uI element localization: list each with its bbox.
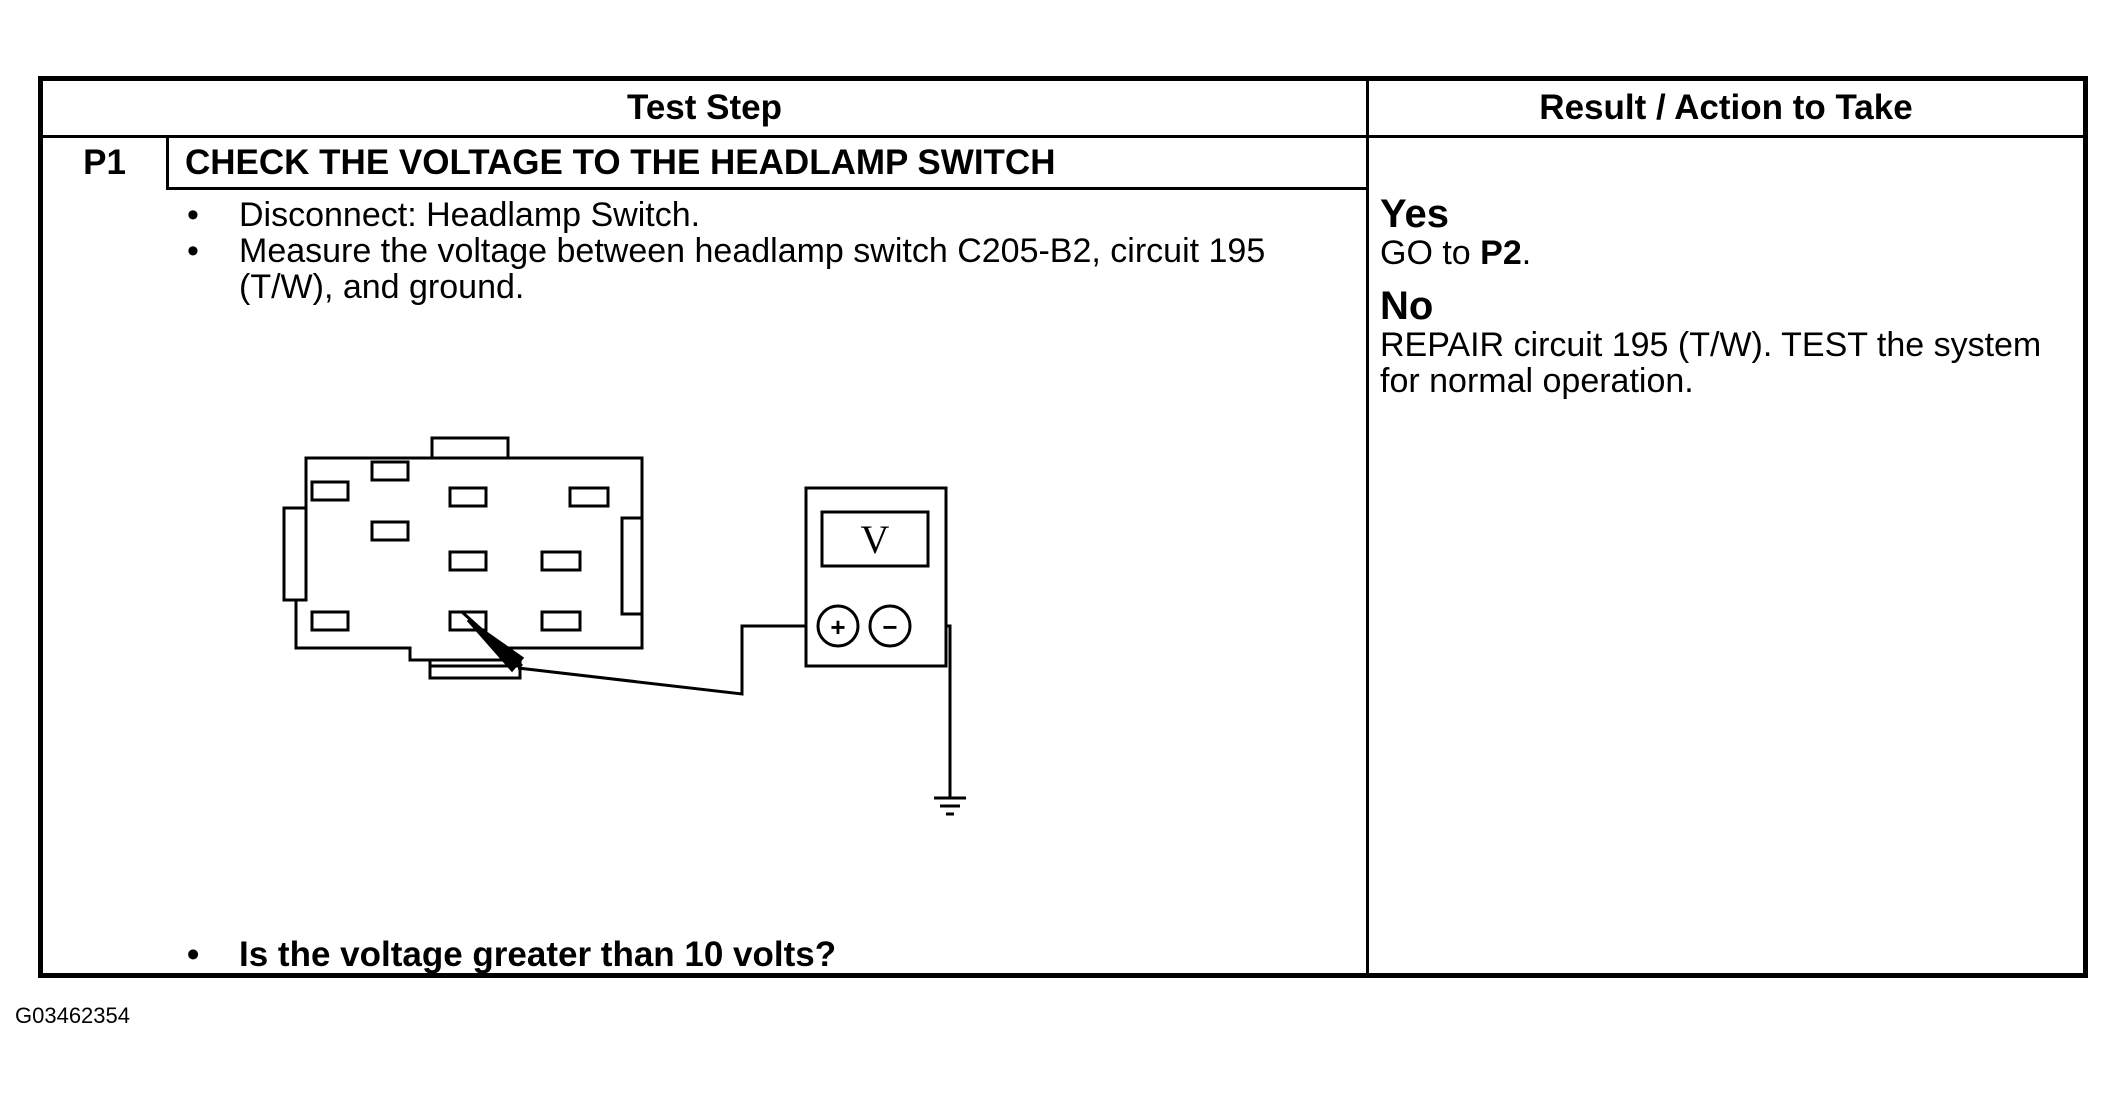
instruction-item: Measure the voltage between headlamp swi… [181, 233, 1331, 305]
yes-action-target: P2 [1480, 234, 1522, 272]
yes-label: Yes [1380, 192, 1449, 236]
connector-icon [282, 436, 644, 680]
figure-id: G03462354 [15, 1003, 130, 1028]
voltmeter-icon: V + − [804, 486, 948, 668]
yes-action: GO to P2. [1380, 235, 2060, 271]
step-id-divider [166, 135, 169, 189]
ground-icon [934, 796, 966, 816]
result-panel: Yes GO to P2. No REPAIR circuit 195 (T/W… [1380, 193, 2060, 413]
header-divider [43, 135, 2083, 138]
probe-icon [460, 610, 525, 673]
positive-lead-wire [517, 624, 820, 696]
column-divider [1366, 81, 1369, 973]
voltmeter-connection-diagram: V + − [282, 436, 966, 816]
no-action: REPAIR circuit 195 (T/W). TEST the syste… [1380, 326, 2042, 400]
meter-display-label: V [861, 517, 890, 562]
no-label: No [1380, 284, 1434, 328]
yes-action-suffix: . [1521, 234, 1532, 272]
header-result-action: Result / Action to Take [1539, 88, 1913, 127]
header-test-step: Test Step [627, 88, 782, 127]
yes-action-prefix: GO to [1380, 234, 1481, 272]
step-title: CHECK THE VOLTAGE TO THE HEADLAMP SWITCH [185, 143, 1056, 182]
step-title-divider [166, 187, 1366, 190]
test-step-table: Test Step Result / Action to Take P1 CHE… [38, 76, 2088, 978]
step-id: P1 [83, 143, 126, 182]
test-question: Is the voltage greater than 10 volts? [181, 935, 836, 975]
meter-negative-label: − [882, 612, 897, 642]
instruction-list: Disconnect: Headlamp Switch. Measure the… [181, 197, 1331, 305]
instruction-item: Disconnect: Headlamp Switch. [181, 197, 1331, 233]
meter-positive-label: + [830, 612, 845, 642]
